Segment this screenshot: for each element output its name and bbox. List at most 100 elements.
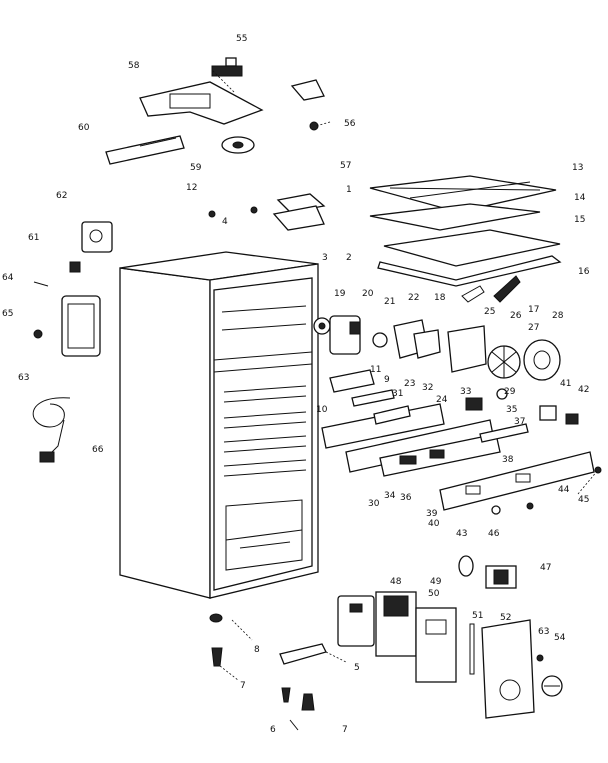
part-25-heater	[493, 275, 521, 303]
part-59-fan-ring	[221, 136, 255, 154]
label-45: 45	[578, 495, 589, 505]
part-53-bushing	[536, 654, 544, 662]
label-56: 56	[344, 119, 356, 129]
part-44-screw	[526, 502, 534, 510]
label-51: 51	[472, 611, 483, 621]
leader-lines	[211, 69, 599, 681]
label-62: 62	[56, 191, 67, 201]
freezer-shelf	[221, 305, 307, 331]
label-66: 66	[92, 445, 104, 455]
label-17: 17	[528, 305, 539, 315]
label-15: 15	[574, 215, 585, 225]
label-38: 38	[502, 455, 514, 465]
part-29-bulb	[496, 388, 508, 400]
label-12: 12	[186, 183, 197, 193]
label-61: 61	[28, 233, 39, 243]
part-43-bulb	[491, 505, 501, 515]
label-28: 28	[552, 311, 564, 321]
ice-tray-15	[369, 203, 541, 231]
label-13: 13	[572, 163, 583, 173]
part-32-socket	[373, 405, 411, 425]
label-2: 2	[346, 253, 352, 263]
label-5: 5	[354, 663, 360, 673]
label-7a: 7	[240, 681, 246, 691]
part-36-control-panel	[379, 433, 501, 477]
label-27: 27	[528, 323, 539, 333]
part-55-damper	[211, 57, 243, 77]
label-8: 8	[254, 645, 260, 655]
shelf-frame-16	[377, 229, 562, 287]
label-22: 22	[408, 293, 419, 303]
label-23: 23	[404, 379, 415, 389]
label-43: 43	[456, 529, 467, 539]
label-4: 4	[222, 217, 228, 227]
label-35: 35	[506, 405, 517, 415]
part-42-clip	[565, 413, 579, 425]
label-47: 47	[540, 563, 551, 573]
part-47-switch	[485, 565, 517, 589]
part-48-dispenser-bracket	[337, 595, 375, 647]
part-33-switch	[465, 397, 483, 411]
label-24: 24	[436, 395, 448, 405]
part-66-power-cord	[32, 397, 71, 463]
part-37-trim	[479, 423, 529, 443]
label-58: 58	[128, 61, 140, 71]
label-40: 40	[428, 519, 440, 529]
label-50: 50	[428, 589, 440, 599]
label-48: 48	[390, 577, 402, 587]
label-33: 33	[460, 387, 471, 397]
part-5-hinge	[279, 643, 327, 665]
label-25: 25	[484, 307, 495, 317]
label-29: 29	[504, 387, 516, 397]
label-36: 36	[400, 493, 412, 503]
part-46-light-bulb	[458, 555, 474, 577]
label-39: 39	[426, 509, 438, 519]
part-64-screw	[33, 281, 49, 287]
label-19: 19	[334, 289, 346, 299]
part-6-screw	[281, 687, 299, 731]
refrigerator-cabinet	[119, 251, 319, 599]
parts-21-22-fan-brackets	[372, 319, 441, 359]
part-27-fan-shroud	[447, 325, 487, 373]
label-41: 41	[560, 379, 571, 389]
label-46: 46	[488, 529, 500, 539]
label-30: 30	[368, 499, 380, 509]
label-49: 49	[430, 577, 442, 587]
part-11-clamp	[329, 369, 375, 393]
label-9: 9	[384, 375, 390, 385]
label-7b: 7	[342, 725, 348, 735]
part-49-dispenser-panel	[375, 591, 417, 657]
freezer-shelf-13	[369, 175, 557, 213]
part-61-clip	[69, 261, 81, 273]
label-63b: 63	[538, 627, 549, 637]
fresh-food-shelves	[223, 385, 307, 477]
label-3: 3	[322, 253, 328, 263]
label-1: 1	[346, 185, 352, 195]
label-26: 26	[510, 311, 522, 321]
label-65: 65	[2, 309, 13, 319]
part-41-switch	[539, 405, 557, 421]
label-6: 6	[270, 725, 276, 735]
label-55: 55	[236, 34, 247, 44]
part-1-light-cover	[208, 193, 326, 231]
part-56-bracket	[290, 79, 325, 131]
part-19-grommet	[313, 317, 331, 335]
label-14: 14	[574, 193, 586, 203]
part-8-roller	[209, 613, 223, 623]
label-44: 44	[558, 485, 570, 495]
label-20: 20	[362, 289, 374, 299]
part-54-knob	[541, 675, 563, 697]
part-60-heater-grille	[105, 135, 185, 165]
part-23-tube	[351, 389, 395, 407]
label-42: 42	[578, 385, 589, 395]
label-59: 59	[190, 163, 202, 173]
label-10: 10	[316, 405, 328, 415]
label-34: 34	[384, 491, 396, 501]
part-7-leveler	[211, 647, 315, 711]
label-32: 32	[422, 383, 433, 393]
label-63a: 63	[18, 373, 29, 383]
label-37: 37	[514, 417, 525, 427]
part-number-labels: 55 58 56 60 59 57 12 4 1 3 2 13 14 15 16…	[2, 34, 590, 735]
part-52-thermostat-housing	[481, 619, 535, 719]
